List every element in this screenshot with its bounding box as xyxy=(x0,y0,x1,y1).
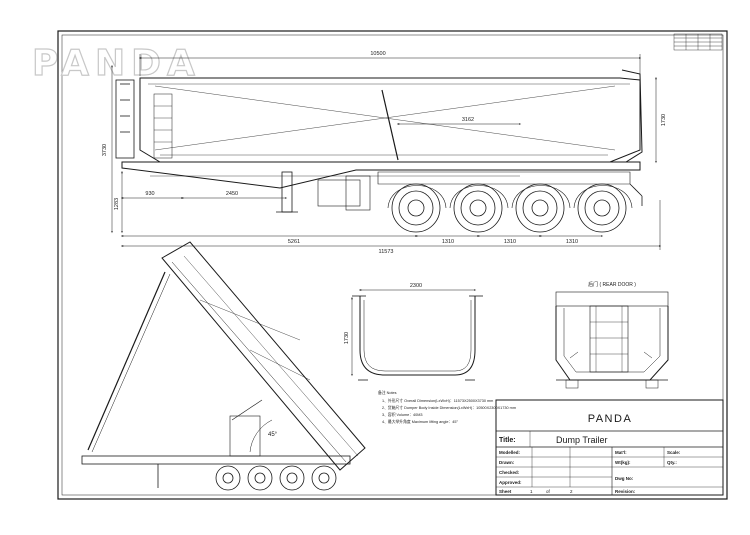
dim-1730-side: 1730 xyxy=(661,114,667,126)
sheet-total: 2 xyxy=(570,489,573,494)
tailgate xyxy=(621,69,643,163)
sheet-number: 1 xyxy=(530,489,533,494)
wheel-1 xyxy=(391,183,441,233)
tipping-wheel-1 xyxy=(215,465,241,491)
title-block-text: PANDA Title: Dump Trailer Modelled: Draw… xyxy=(499,413,681,494)
notes-block: 备注 Notes 1、外形尺寸 Overall Dimension(LxWxH)… xyxy=(378,390,516,424)
dim-1310-c: 1310 xyxy=(566,239,578,245)
dim-3162: 3162 xyxy=(462,117,474,123)
rear-door-view xyxy=(555,291,669,389)
label-dwg-no: Dwg No: xyxy=(615,476,634,481)
title-label: Title: xyxy=(499,437,516,444)
notes-line-2: 2、货箱尺寸 Dumper Body Inside Dimension(LxWx… xyxy=(382,405,516,410)
dim-11573: 11573 xyxy=(379,249,394,255)
dim-2450: 2450 xyxy=(226,191,238,197)
dim-3730: 3730 xyxy=(102,144,108,156)
label-material: Mat'l: xyxy=(615,450,627,455)
inner-frame xyxy=(61,34,724,496)
notes-line-1: 1、外形尺寸 Overall Dimension(LxWxH)：11573X25… xyxy=(382,398,493,403)
wheel-2 xyxy=(453,183,503,233)
side-dimension-labels: 10500 3730 1730 1283 930 2450 3162 5261 … xyxy=(102,51,667,255)
front-cylinder xyxy=(115,79,135,159)
side-dimensions xyxy=(111,54,662,250)
watermark-text: PANDA xyxy=(32,43,201,84)
rear-ladder xyxy=(589,305,629,373)
drawing-frame xyxy=(57,30,728,500)
rear-door-label: 后门 ( REAR DOOR ) xyxy=(588,281,636,288)
tipping-ram xyxy=(87,271,166,451)
title-value: Dump Trailer xyxy=(556,435,608,445)
angle-arc xyxy=(249,419,273,453)
dump-body xyxy=(139,77,641,163)
label-scale: Scale: xyxy=(667,450,681,455)
label-checked: Checked: xyxy=(499,470,520,475)
tipping-angle-label: 45° xyxy=(268,432,278,438)
side-view xyxy=(115,69,643,233)
chassis xyxy=(121,161,641,189)
title-block-brand: PANDA xyxy=(588,413,633,425)
label-sheet: Sheet xyxy=(499,489,512,494)
body-cross-section xyxy=(359,296,476,376)
notes-line-4: 4、最大举升角度 Maximum lifting angle：45° xyxy=(382,419,458,424)
toolbox xyxy=(317,179,361,207)
label-qty: Qty.: xyxy=(667,460,677,465)
dim-1283: 1283 xyxy=(114,198,120,210)
wheel-3 xyxy=(515,183,565,233)
tipping-view xyxy=(81,241,366,491)
dim-10500: 10500 xyxy=(370,51,385,57)
label-approved: Approved: xyxy=(499,480,522,485)
label-weight: Wt(kg): xyxy=(615,460,631,465)
dim-5261: 5261 xyxy=(288,239,300,245)
tipping-wheel-3 xyxy=(279,465,305,491)
title-block xyxy=(495,399,724,496)
dim-1310-b: 1310 xyxy=(504,239,516,245)
dim-1310-a: 1310 xyxy=(442,239,454,245)
rear-door-outline xyxy=(555,306,669,381)
label-revision: Revision: xyxy=(615,489,636,494)
dim-2300: 2300 xyxy=(410,283,422,289)
ladder xyxy=(153,93,173,159)
landing-gear xyxy=(281,171,293,213)
tipping-chassis xyxy=(81,455,351,465)
sheet-of: of xyxy=(546,489,551,494)
dim-1730-rear: 1730 xyxy=(344,332,350,344)
tipped-body xyxy=(161,241,366,471)
label-drawn: Drawn: xyxy=(499,460,515,465)
label-modelled: Modelled: xyxy=(499,450,521,455)
tipping-wheel-4 xyxy=(311,465,337,491)
revision-table xyxy=(673,33,723,51)
tipping-wheel-2 xyxy=(247,465,273,491)
notes-title: 备注 Notes xyxy=(378,390,397,395)
notes-line-3: 3、容积 Volume：40M3 xyxy=(382,412,423,417)
rear-section-view xyxy=(351,289,483,381)
dim-930: 930 xyxy=(145,191,154,197)
wheel-4 xyxy=(577,183,627,233)
